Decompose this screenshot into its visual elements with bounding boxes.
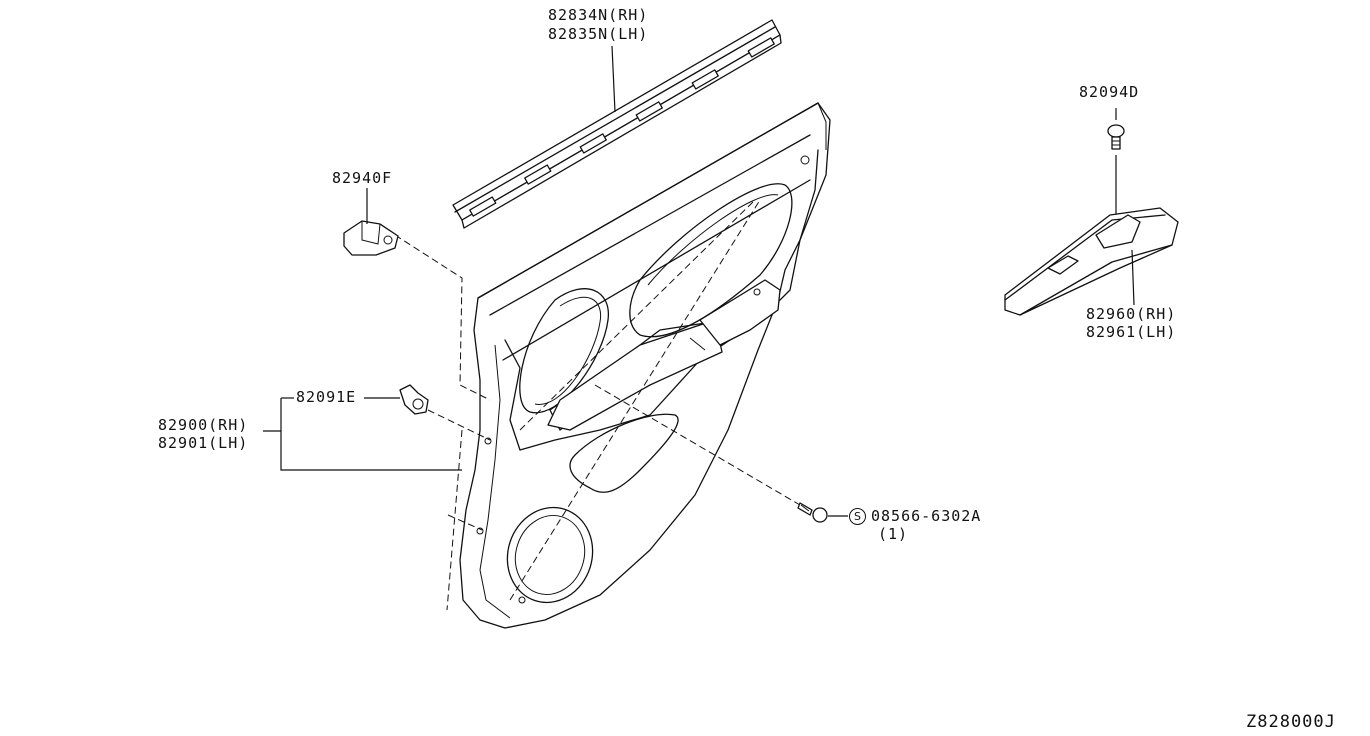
- switch-finisher[interactable]: [1004, 207, 1179, 316]
- screw-82094d[interactable]: [1107, 108, 1125, 215]
- clip-82940f[interactable]: [343, 188, 399, 256]
- dashed-guides: [394, 199, 801, 611]
- label-finisher-strip-rh[interactable]: 82834N(RH): [548, 6, 649, 24]
- label-screw-qty: (1): [878, 525, 909, 543]
- screw-08566[interactable]: [797, 502, 848, 523]
- screw-symbol-icon: S: [849, 508, 866, 525]
- clip-82091e[interactable]: [364, 384, 429, 415]
- finisher-strip[interactable]: [452, 19, 782, 229]
- label-clip-e[interactable]: 82091E: [296, 388, 357, 406]
- label-door-finisher-lh[interactable]: 82901(LH): [158, 434, 249, 452]
- label-switch-finisher-lh[interactable]: 82961(LH): [1086, 323, 1177, 341]
- diagram-ref-code: Z828000J: [1246, 712, 1336, 732]
- label-screw-82094d[interactable]: 82094D: [1079, 83, 1140, 101]
- label-screw-part[interactable]: 08566-6302A: [871, 507, 982, 525]
- label-clip-f[interactable]: 82940F: [332, 169, 393, 187]
- label-finisher-strip-lh[interactable]: 82835N(LH): [548, 25, 649, 43]
- label-door-finisher-rh[interactable]: 82900(RH): [158, 416, 249, 434]
- panel-leader: [263, 397, 462, 471]
- door-finisher-panel[interactable]: [459, 102, 831, 629]
- label-switch-finisher-rh[interactable]: 82960(RH): [1086, 305, 1177, 323]
